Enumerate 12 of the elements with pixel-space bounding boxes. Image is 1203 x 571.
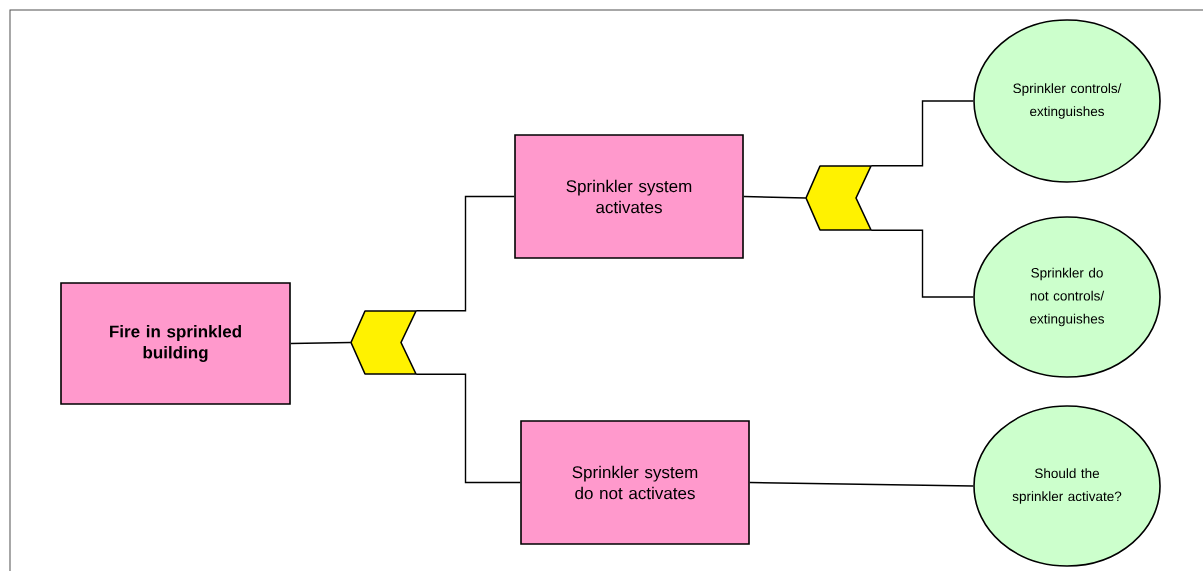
connector-line xyxy=(290,341,352,345)
connector-line xyxy=(870,229,974,298)
event-box: Sprinkler system activates xyxy=(514,134,744,259)
event-box: Fire in sprinkled building xyxy=(60,282,291,405)
connector-line xyxy=(749,481,974,487)
connector-line xyxy=(415,195,515,312)
connector-line xyxy=(415,373,521,484)
connector-line xyxy=(870,100,974,167)
branch-chevron xyxy=(350,310,417,375)
branch-chevron xyxy=(805,165,872,231)
connector-line xyxy=(743,195,807,199)
event-box: Sprinkler system do not activates xyxy=(520,420,750,545)
